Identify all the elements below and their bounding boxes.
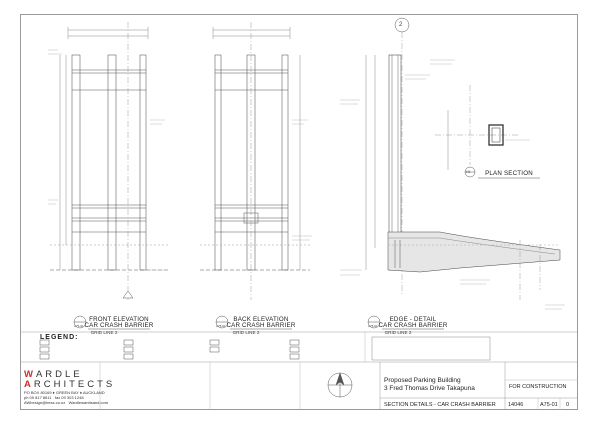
back-elevation-ref: A75-01 xyxy=(216,324,226,328)
project-address: 3 Fred Thomas Drive Takapuna xyxy=(384,385,475,392)
practice-phone-fax: ph 09 817 8611 fax 09 303 1248 xyxy=(24,395,115,400)
grid-bubble-label: 2 xyxy=(399,22,403,28)
project-name: Proposed Parking Building xyxy=(384,377,461,384)
logo-initial-w: W xyxy=(24,369,36,380)
logo-word-rchitects: RCHITECTS xyxy=(33,379,116,390)
practice-email-web: AWbesign@bess.co.nz Wardlewanttsand.com xyxy=(24,400,115,405)
front-elevation-subtitle: CAR CRASH BARRIER xyxy=(84,322,154,329)
front-elevation-title: FRONT ELEVATION xyxy=(89,316,149,323)
job-number: 14046 xyxy=(508,402,524,408)
back-elevation-grid: GRID LINE 2 xyxy=(232,330,260,335)
sheet-border xyxy=(20,14,578,410)
edge-detail-title: EDGE - DETAIL xyxy=(389,316,437,323)
edge-detail-ref: A75-01 xyxy=(368,324,378,328)
sheet-number: A75-01 xyxy=(540,402,558,408)
back-elevation-title: BACK ELEVATION xyxy=(233,316,289,323)
edge-detail-subtitle: CAR CRASH BARRIER xyxy=(378,322,448,329)
practice-web: Wardlewanttsand.com xyxy=(68,400,109,405)
revision-number: 0 xyxy=(566,402,570,408)
practice-address: PO BOX 80169 ♦ GREEN BAY ♦ AUCKLAND xyxy=(24,390,105,395)
project-block: Proposed Parking Building 3 Fred Thomas … xyxy=(384,377,475,393)
edge-detail-grid: GRID LINE 2 xyxy=(384,330,412,335)
practice-fax: fax 09 303 1248 xyxy=(54,395,84,400)
logo-line-1: WARDLE xyxy=(24,370,115,380)
legend-title: LEGEND: xyxy=(40,334,79,341)
practice-logo: WARDLE ARCHITECTS PO BOX 80169 ♦ GREEN B… xyxy=(24,370,115,406)
logo-word-ardle: ARDLE xyxy=(35,369,83,380)
practice-phone: ph 09 817 8611 xyxy=(24,395,52,400)
drawing-status: FOR CONSTRUCTION xyxy=(509,384,567,390)
front-elevation-grid: GRID LINE 2 xyxy=(90,330,118,335)
plan-section-ref: H1 xyxy=(466,170,471,174)
sheet-title: SECTION DETAILS - CAR CRASH BARRIER xyxy=(384,402,496,408)
logo-line-2: ARCHITECTS xyxy=(24,380,115,390)
back-elevation-subtitle: CAR CRASH BARRIER xyxy=(226,322,296,329)
front-elevation-ref: A75-01 xyxy=(74,324,84,328)
plan-section-title: PLAN SECTION xyxy=(485,170,533,177)
back-elevation-drawing xyxy=(200,22,310,300)
front-elevation-drawing xyxy=(50,22,170,300)
practice-email: AWbesign@bess.co.nz xyxy=(24,400,66,405)
plan-section-drawing xyxy=(435,85,520,170)
edge-detail-drawing xyxy=(365,17,561,300)
logo-initial-a: A xyxy=(24,379,34,390)
